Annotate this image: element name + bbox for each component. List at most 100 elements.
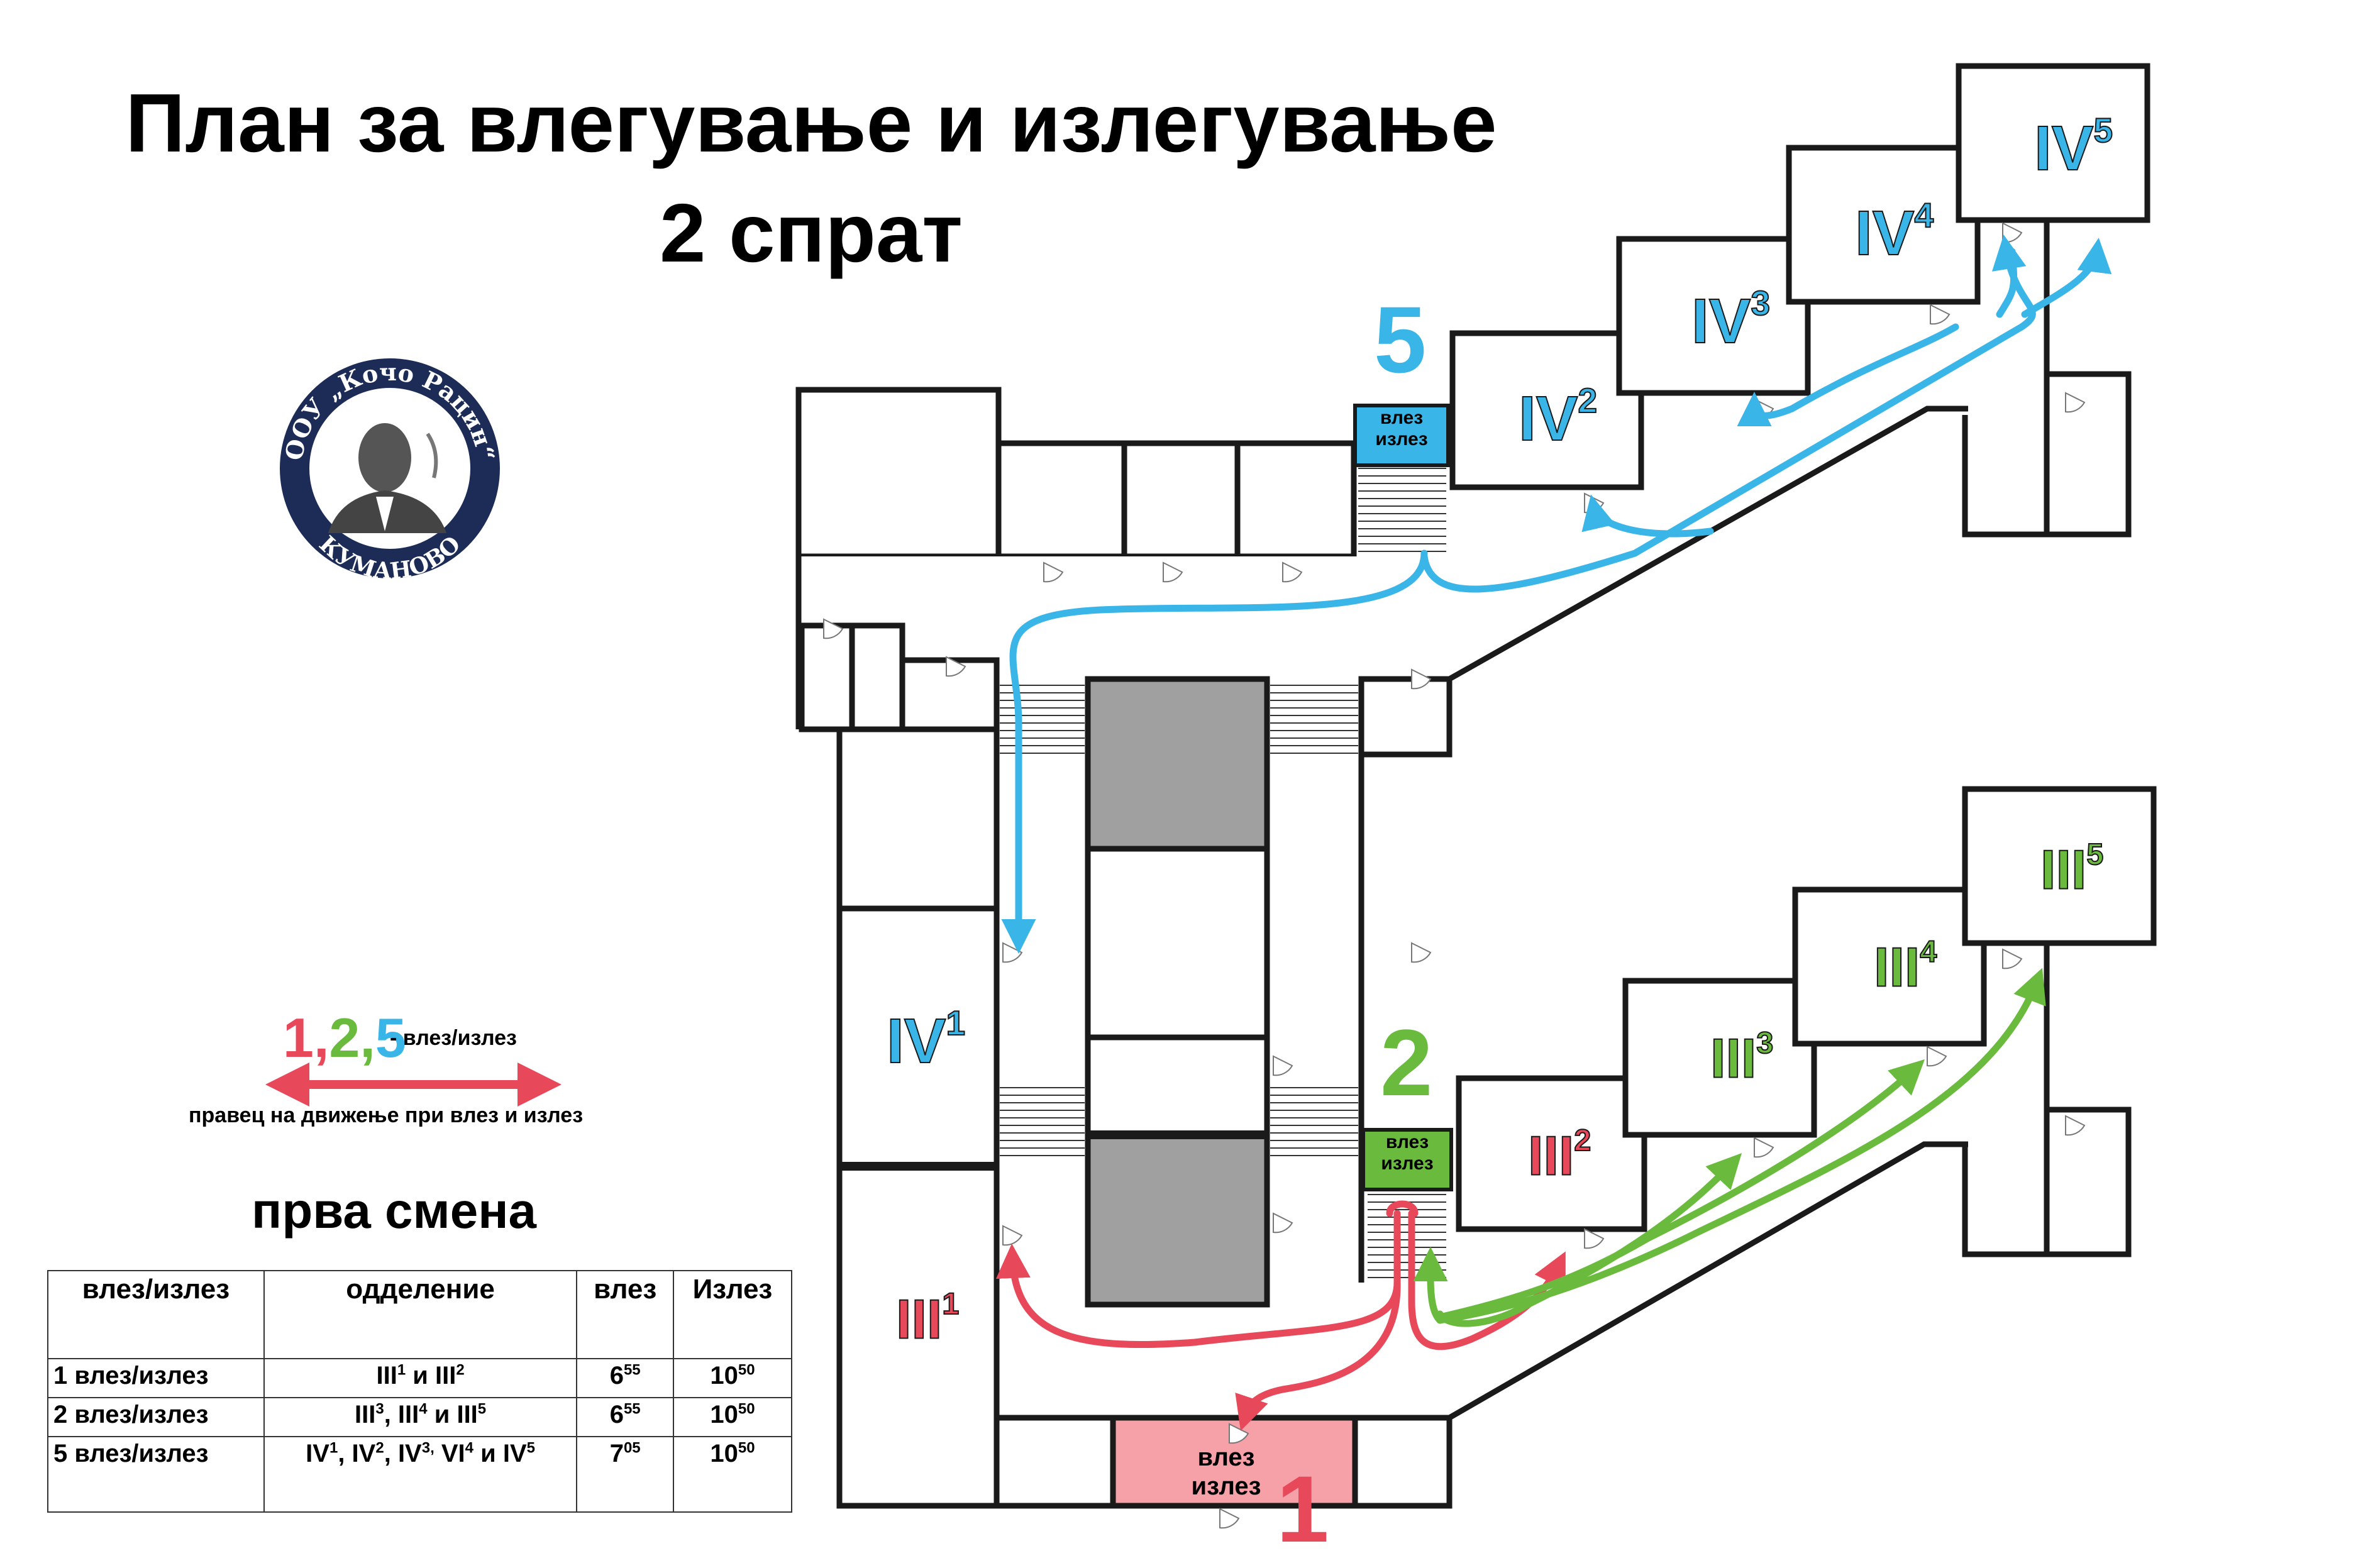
building-walls — [795, 63, 2157, 1509]
legend-num-2: 2 — [329, 1007, 360, 1069]
door-swing-icon — [823, 618, 844, 639]
room-iv5 — [1956, 63, 2150, 223]
door-swing-icon — [1219, 1508, 1240, 1529]
classroom-number: 1 — [945, 1003, 966, 1042]
classroom-number: 5 — [2093, 111, 2113, 150]
entrance-cell: 5 влез/излез — [47, 1436, 265, 1513]
door-swing-icon — [2065, 392, 2086, 413]
classroom-base: III — [1873, 936, 1920, 998]
classroom-label-iv-1: IV1 — [886, 1003, 966, 1076]
legend-num-5: 5 — [375, 1007, 406, 1069]
classroom-base: III — [1527, 1124, 1574, 1187]
out-time-cell: 1050 — [672, 1358, 793, 1398]
classroom-number: 4 — [1913, 196, 1934, 235]
room-iv3 — [1616, 236, 1811, 396]
legend-entry-label: - влез/излез — [390, 1026, 517, 1050]
classroom-label-iv-4: IV4 — [1854, 196, 1934, 266]
shift-title: прва смена — [252, 1183, 537, 1239]
room-iii3 — [1622, 978, 1817, 1138]
classroom-base: IV — [2034, 113, 2094, 184]
header-entrance: влез/излез — [47, 1270, 265, 1359]
door-swing-icon — [1229, 1423, 1249, 1444]
classroom-base: III — [1710, 1027, 1757, 1090]
room-top-3 — [1234, 440, 1357, 560]
room-iii2 — [1456, 1075, 1647, 1232]
room-top-left — [795, 387, 1002, 560]
door-swing-icon — [1273, 1055, 1293, 1076]
classroom-number: 3 — [1756, 1026, 1774, 1060]
door-swing-icon — [2002, 222, 2023, 243]
class-cell: III3, III4 и III5 — [263, 1397, 578, 1437]
legend-numbers: 1,2,5 — [283, 1006, 406, 1070]
entrance-5-number: 5 — [1374, 287, 1427, 392]
page-subtitle: 2 спрат — [660, 187, 963, 279]
in-time-cell: 705 — [576, 1436, 674, 1513]
blue-routes — [1001, 235, 2112, 954]
classroom-base: IV — [1518, 384, 1578, 454]
classroom-base: III — [2040, 838, 2087, 901]
door-swing-icon — [1927, 1046, 1947, 1067]
classroom-number: 4 — [1919, 935, 1937, 969]
door-swing-icon — [1002, 942, 1023, 963]
route-to-iv2 — [1581, 494, 1714, 538]
classroom-label-iv-5: IV5 — [2034, 111, 2113, 181]
classroom-label-iii-1: III1 — [895, 1287, 960, 1347]
classroom-base: IV — [886, 1006, 946, 1076]
out-time-cell: 1050 — [672, 1436, 793, 1513]
schedule-table: влез/излез одделение влез Излез 1 влез/и… — [47, 1270, 793, 1513]
corridor-walls — [795, 556, 1449, 1421]
route-to-iii4 — [1436, 1059, 1925, 1321]
door-swing-icon — [1584, 1228, 1605, 1249]
entrance-5-door[interactable] — [1353, 404, 1450, 467]
class-cell: IV1, IV2, IV3, VI4 и IV5 — [263, 1436, 578, 1513]
classroom-number: 2 — [1577, 381, 1598, 420]
legend-direction-label: правец на движење при влез и излез — [189, 1103, 584, 1127]
room-top-2 — [1121, 440, 1241, 560]
door-swing-icon — [1411, 942, 1432, 963]
header-in: влез — [576, 1270, 674, 1359]
door-swing-icon — [1411, 668, 1432, 690]
room-iv2 — [1449, 330, 1644, 490]
classroom-number: 1 — [941, 1287, 960, 1321]
classroom-number: 5 — [2086, 837, 2104, 871]
in-time-cell: 655 — [576, 1358, 674, 1398]
classroom-number: 3 — [1750, 284, 1771, 323]
entrance-cell: 2 влез/излез — [47, 1397, 265, 1437]
door-swing-icon — [1002, 1225, 1023, 1246]
route-to-entrance2 — [1413, 1247, 1448, 1324]
legend-num-1: 1 — [283, 1007, 314, 1069]
classroom-label-iii-5: III5 — [2040, 837, 2104, 901]
room-iv1 — [836, 905, 1000, 1169]
classroom-label-iv-3: IV3 — [1691, 284, 1771, 354]
room-bottom-1 — [993, 1415, 1116, 1509]
legend-sep-2: , — [360, 1007, 375, 1069]
room-iii5 — [1962, 786, 2157, 946]
legend-sep-1: , — [313, 1007, 329, 1069]
route-to-iv5 — [2021, 238, 2112, 318]
class-cell: III1 и III2 — [263, 1358, 578, 1398]
room-iv4 — [1786, 145, 1981, 305]
route-to-iv3 — [1737, 323, 1959, 427]
door-swing-icon — [1043, 561, 1064, 583]
route-to-iv1 — [1001, 549, 1428, 954]
route-to-iii5 — [1436, 968, 2046, 1324]
entrance-5-label: влез излез — [1375, 407, 1428, 450]
central-room-2 — [1085, 1034, 1270, 1138]
entrance-1-label: влез излез — [1191, 1444, 1261, 1500]
green-routes — [1413, 968, 2046, 1327]
route-tail — [1996, 248, 2018, 318]
classroom-label-iii-4: III4 — [1873, 935, 1937, 998]
entrance-2-number: 2 — [1380, 1010, 1433, 1115]
entrance-2-door[interactable] — [1361, 1128, 1453, 1191]
out-time-cell: 1050 — [672, 1397, 793, 1437]
route-to-entrance1 — [1235, 1279, 1401, 1431]
page-title: План за влегување и излегување — [125, 77, 1497, 169]
door-arcs — [823, 222, 2086, 1529]
door-swing-icon — [2002, 948, 2023, 969]
central-room-1 — [1085, 846, 1270, 1041]
classroom-label-iii-3: III3 — [1710, 1026, 1774, 1086]
room-top-1 — [995, 440, 1127, 560]
